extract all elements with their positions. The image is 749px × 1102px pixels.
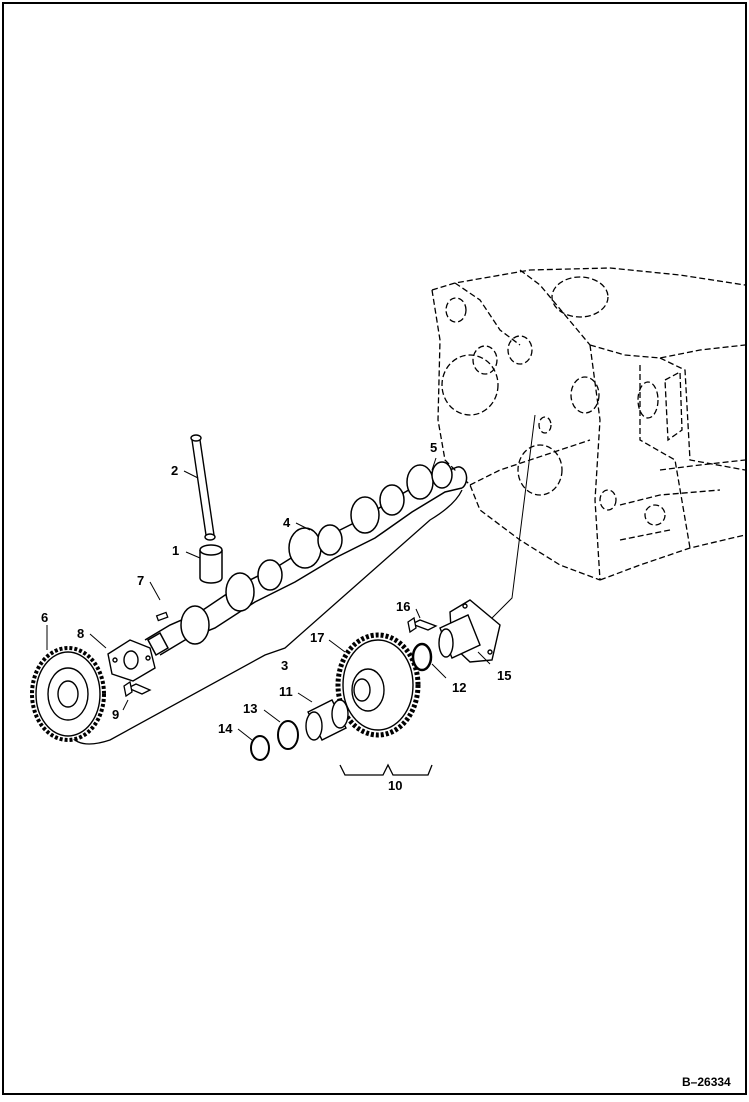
callout-5: 5	[430, 440, 437, 455]
thrust-plate	[107, 639, 156, 682]
callout-8: 8	[77, 626, 84, 641]
callout-12: 12	[452, 680, 466, 695]
camshaft	[144, 461, 468, 657]
engine-block	[431, 267, 746, 581]
callout-10: 10	[388, 778, 402, 793]
tappet	[199, 544, 223, 584]
assembly-bracket-10	[339, 763, 433, 776]
callout-9: 9	[112, 707, 119, 722]
callout-16: 16	[396, 599, 410, 614]
idler-shaft-plate	[438, 599, 501, 663]
leader-block-to-plate	[484, 414, 536, 626]
cam-gear	[30, 646, 106, 742]
callout-13: 13	[243, 701, 257, 716]
bolt-16	[407, 616, 438, 634]
idler-bushing	[305, 699, 349, 741]
callout-11: 11	[279, 684, 293, 699]
callout-7: 7	[137, 573, 144, 588]
figure-reference: B–26334	[682, 1075, 731, 1089]
bolt-9	[123, 680, 152, 698]
callout-14: 14	[218, 721, 233, 736]
callout-4: 4	[283, 515, 291, 530]
woodruff-key	[155, 611, 169, 622]
thrust-washer-12	[411, 642, 433, 672]
thrust-washer-13	[277, 720, 299, 750]
idler-gear	[335, 632, 421, 738]
callout-6: 6	[41, 610, 48, 625]
push-rod	[190, 434, 216, 541]
snap-ring-14	[250, 735, 270, 761]
callout-3: 3	[281, 658, 288, 673]
assembly-bracket-3	[69, 489, 463, 745]
callout-2: 2	[171, 463, 178, 478]
callout-15: 15	[497, 668, 511, 683]
callout-17: 17	[310, 630, 324, 645]
callout-labels: 1 2 3 4 5 6 7 8 9 10 11 12 13 14 15 16 1…	[41, 440, 511, 793]
callout-1: 1	[172, 543, 179, 558]
leader-lines	[46, 457, 491, 741]
